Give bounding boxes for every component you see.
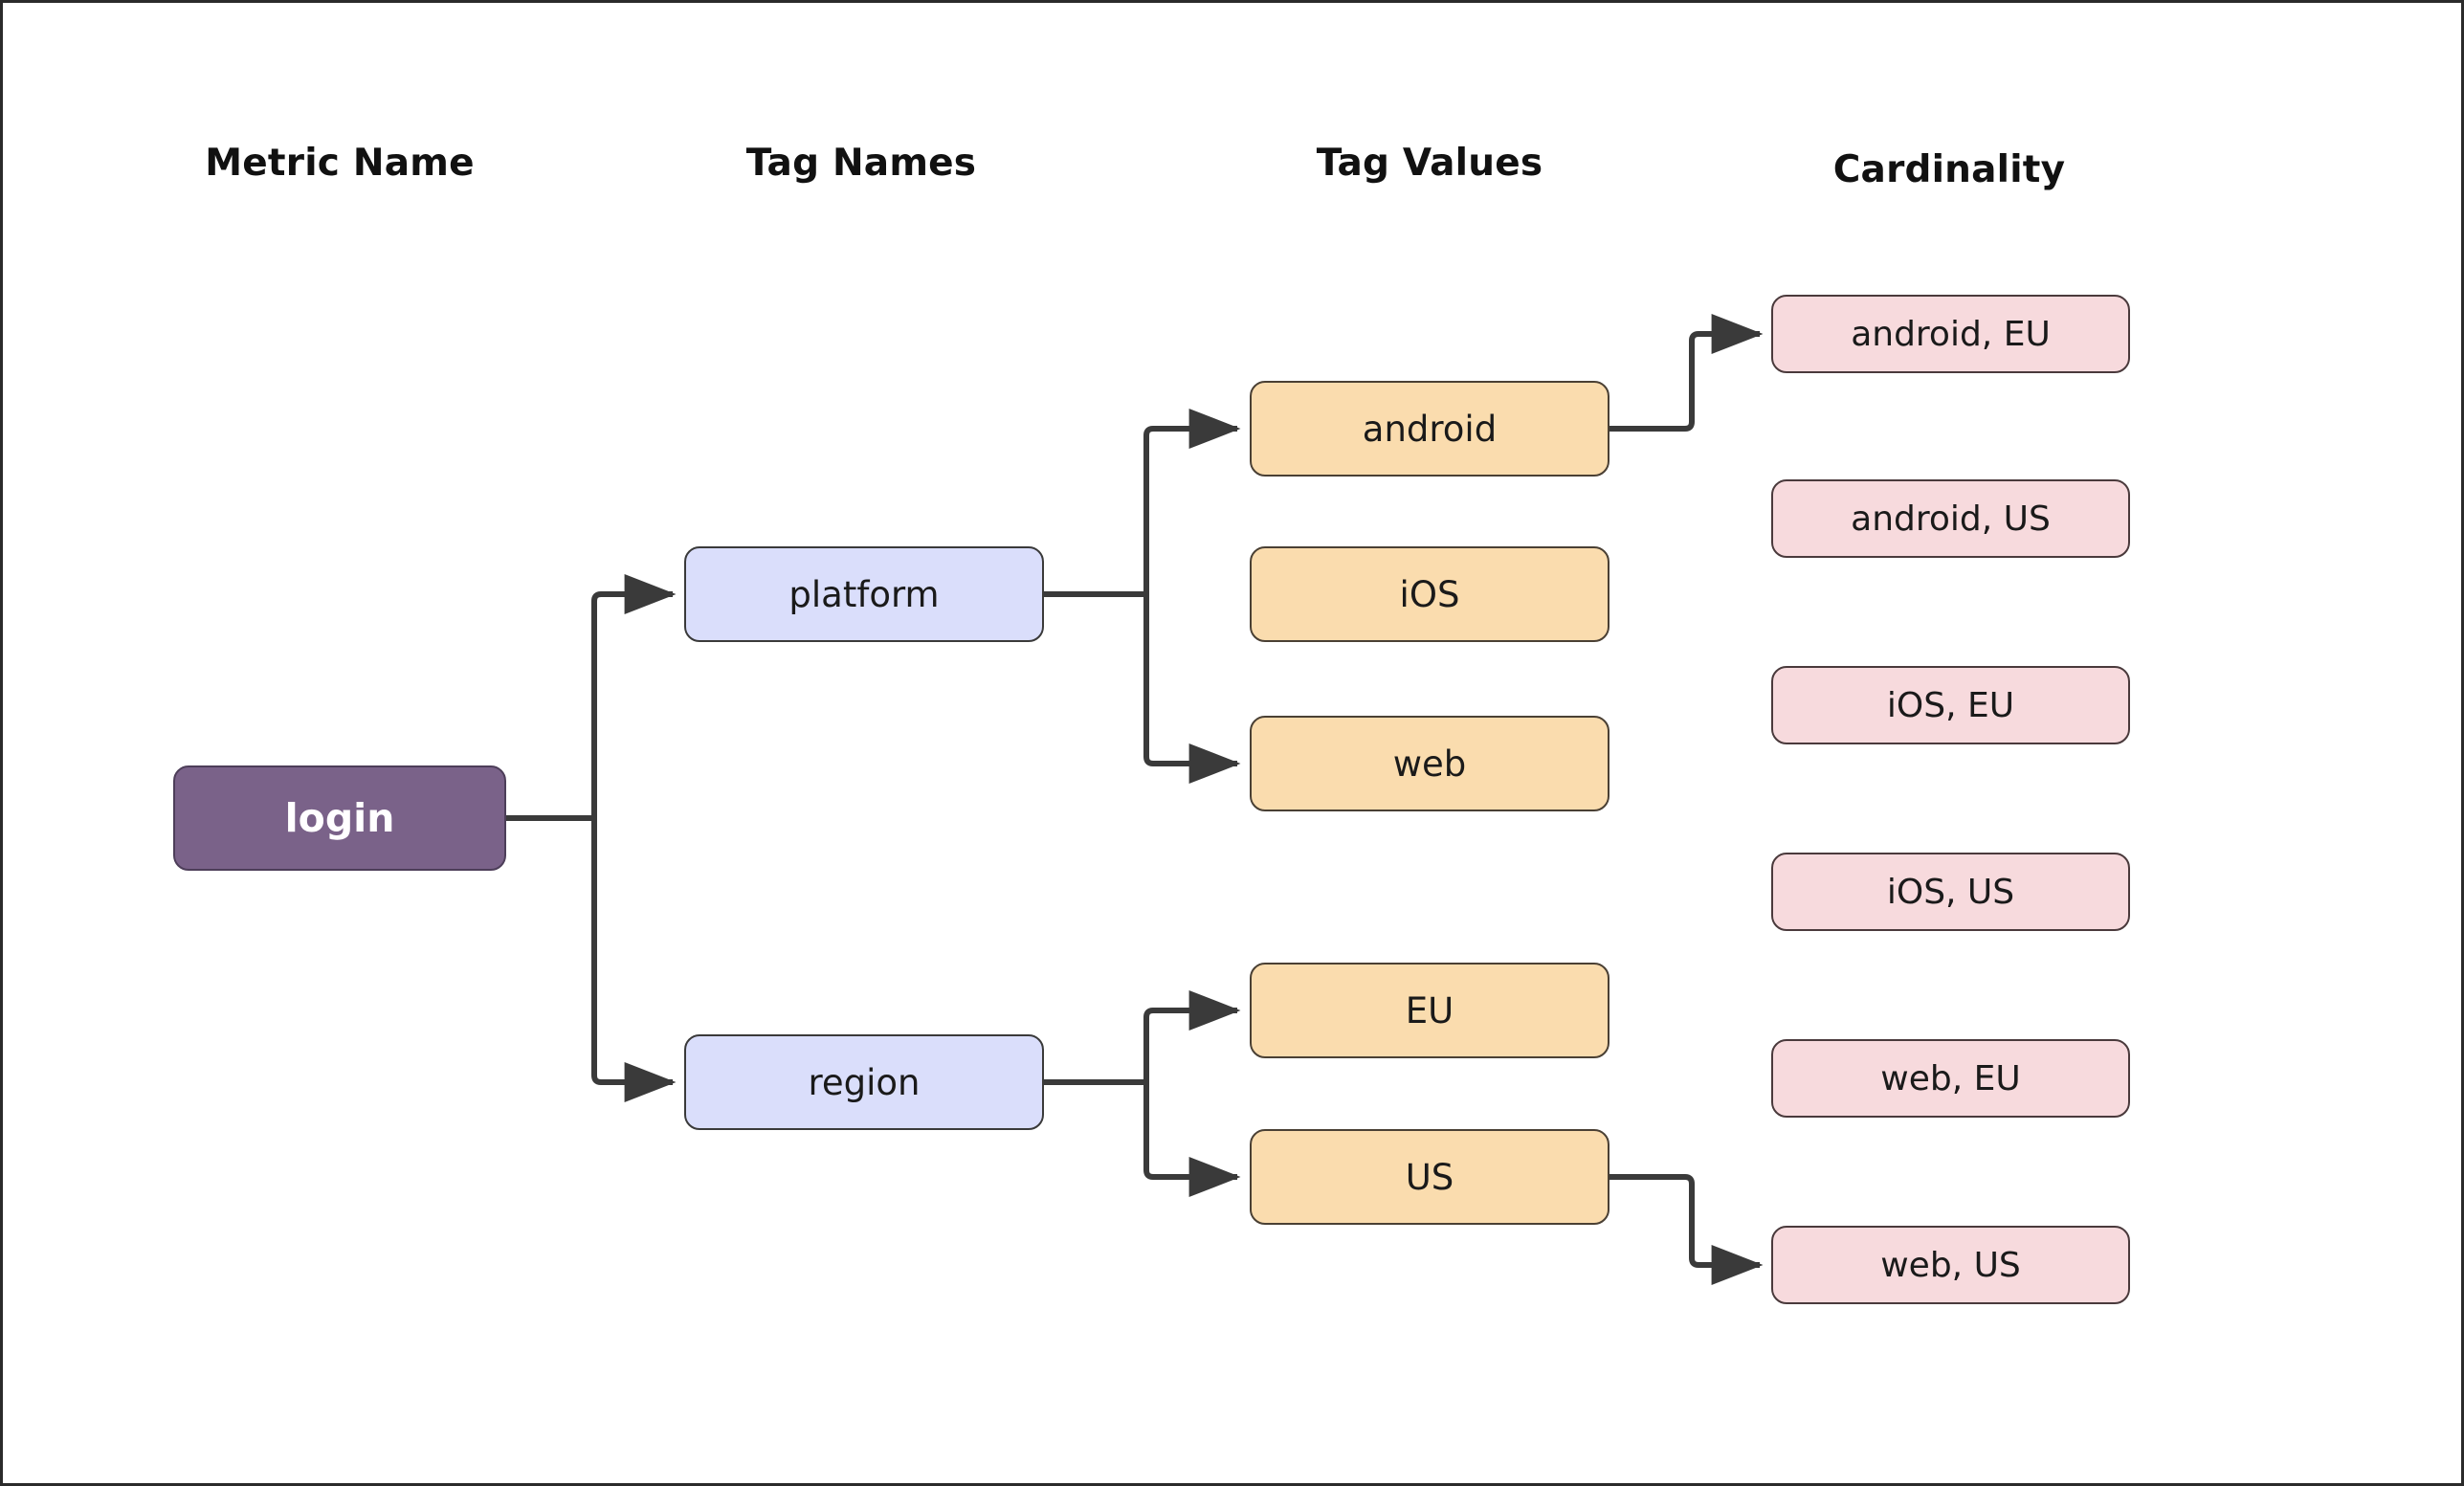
node-cardinality-web-us[interactable]: web, US — [1771, 1226, 2130, 1304]
node-cardinality-android-eu[interactable]: android, EU — [1771, 295, 2130, 373]
node-cardinality-ios-eu[interactable]: iOS, EU — [1771, 666, 2130, 744]
node-tagvalue-us[interactable]: US — [1250, 1129, 1609, 1225]
node-metric-login[interactable]: login — [173, 765, 506, 871]
node-tagvalue-android[interactable]: android — [1250, 381, 1609, 477]
node-tagname-region[interactable]: region — [684, 1034, 1044, 1130]
edge-platform-to-android — [1143, 409, 1241, 594]
node-cardinality-web-eu[interactable]: web, EU — [1771, 1039, 2130, 1118]
node-tagname-platform[interactable]: platform — [684, 546, 1044, 642]
node-tagvalue-web[interactable]: web — [1250, 716, 1609, 811]
column-header-cardinality: Cardinality — [1832, 148, 2066, 191]
edge-login-to-region — [591, 818, 677, 1102]
node-cardinality-android-us[interactable]: android, US — [1771, 479, 2130, 558]
edge-android-to-android-eu — [1609, 314, 1764, 432]
edge-login-to-platform — [506, 574, 677, 821]
edge-us-to-web-us — [1609, 1174, 1764, 1285]
node-cardinality-ios-us[interactable]: iOS, US — [1771, 853, 2130, 931]
node-tagvalue-ios[interactable]: iOS — [1250, 546, 1609, 642]
edge-region-to-eu — [1143, 990, 1241, 1082]
edge-region-to-us — [1143, 1082, 1241, 1197]
node-tagvalue-eu[interactable]: EU — [1250, 963, 1609, 1058]
column-header-metric-name: Metric Name — [205, 142, 475, 185]
column-header-tag-values: Tag Values — [1316, 142, 1543, 185]
column-header-tag-names: Tag Names — [745, 142, 977, 185]
edge-platform-to-web — [1143, 594, 1241, 784]
